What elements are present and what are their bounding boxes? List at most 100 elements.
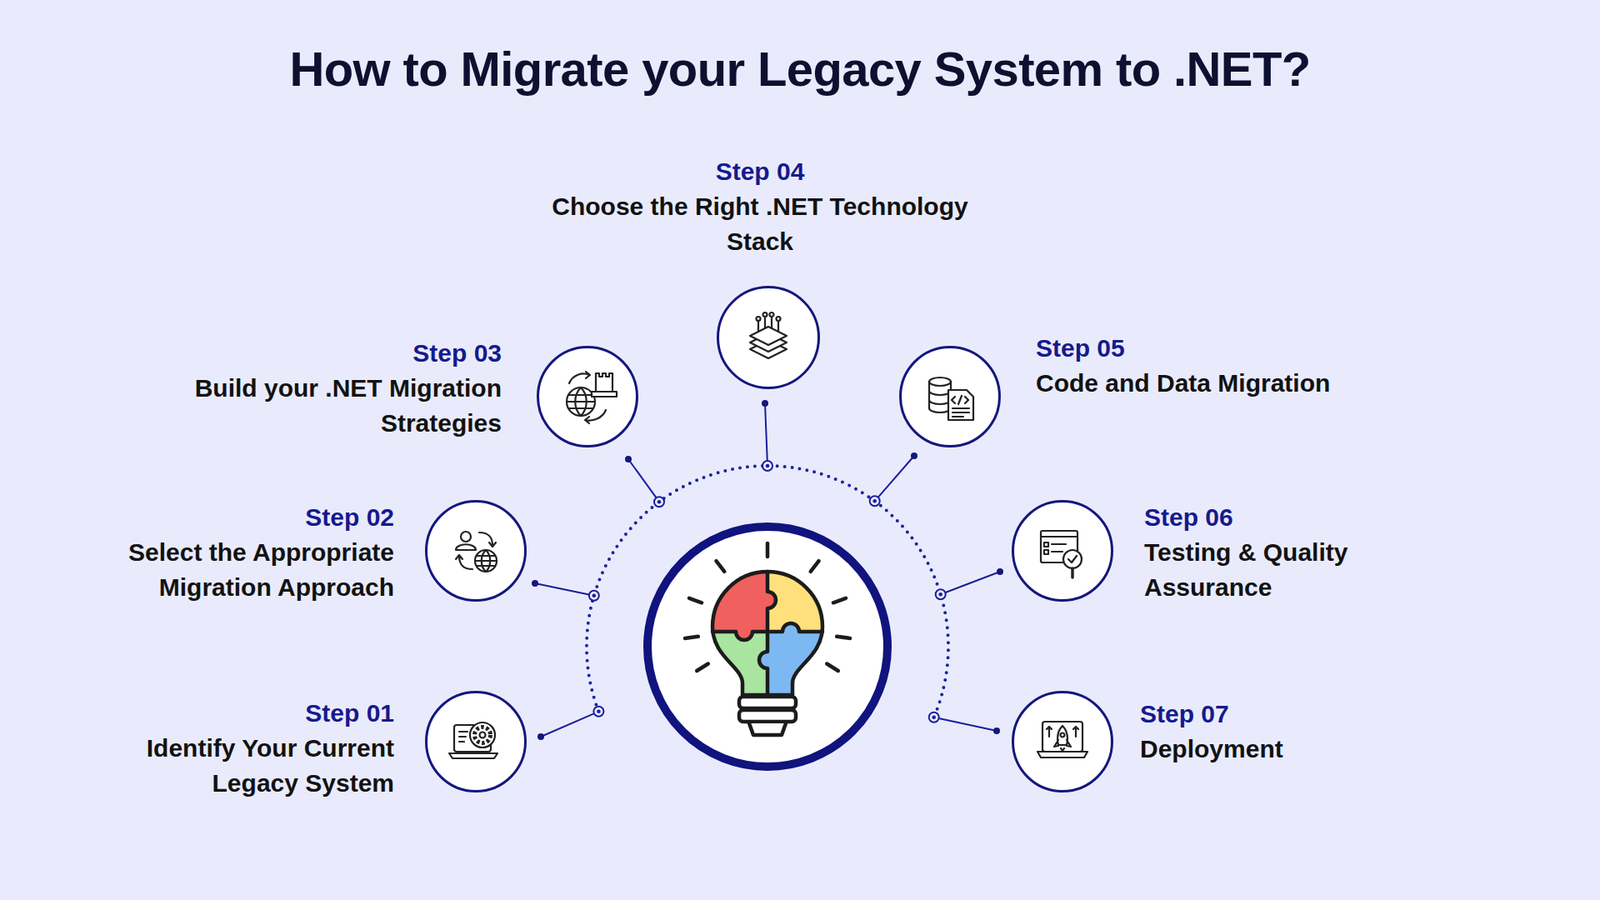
step-circle: Step 01Identify Your Current Legacy Syst… [425,690,527,793]
puzzle-yellow [767,556,835,632]
step-title: Select the Appropriate Migration Approac… [94,535,395,605]
step-circle: Step 03Build your .NET Migration Strateg… [536,345,639,448]
arc-ring-center [596,710,601,715]
puzzle-knob [759,591,776,609]
icon-layer [750,340,787,359]
leader-line [535,583,595,596]
icon-rocket [1054,725,1071,751]
leader-line [940,571,1000,595]
icon-globe [475,550,497,572]
arc-ring [589,590,600,601]
arc-ring-center [765,464,770,469]
leader-dots [531,400,1004,740]
bulb-ray [826,664,839,671]
icon-badge [470,722,495,748]
arc-ring [935,589,946,600]
icon-person [460,531,471,542]
step-circle: Step 05Code and Data Migration [899,345,1001,448]
leader-dot [761,400,769,407]
icon-laptop [1037,751,1088,758]
leader-line [765,403,768,466]
step-title: Build your .NET Migration Strategies [151,370,502,441]
puzzle-seam [712,623,823,640]
step-caption: Step 01Identify Your Current Legacy Syst… [94,695,395,801]
arc-ring-center [931,715,936,720]
step-caption: Step 03Build your .NET Migration Strateg… [151,335,502,441]
leader-dot [625,455,632,463]
icon-handle [1070,568,1075,578]
diagram-title: How to Migrate your Legacy System to .NE… [0,39,1600,100]
strategy-icon [566,371,617,424]
puzzle-blue [767,631,835,707]
bulb-ray [689,598,702,603]
leader-line [540,711,599,737]
step-number: Step 06 [1144,500,1395,535]
icon-rocket-window [1060,733,1065,738]
icon-screen [454,725,491,752]
arc-ring [870,495,880,506]
icon-arrows [569,371,606,424]
arc-ring [593,706,604,717]
arc-ring [929,712,940,723]
icon-window [1040,530,1078,563]
step-title: Code and Data Migration [1035,365,1453,401]
icon-arrows [1046,726,1079,737]
bulb-base [739,696,796,709]
bulb-outline [712,571,823,695]
step-number: Step 03 [151,335,502,371]
leader-dot [993,727,1000,735]
step-title: Deployment [1140,731,1407,767]
step-title: Identify Your Current Legacy System [94,730,395,801]
leader-lines [535,403,1000,737]
step-circle: Step 02Select the Appropriate Migration … [425,500,527,602]
tech-stack-icon [750,312,787,359]
icon-circuit [758,316,779,331]
icon-document [948,390,974,420]
bulb-cap [749,723,786,735]
step-title: Choose the Right .NET Technology Stack [535,189,985,260]
leader-dot [537,733,545,740]
icon-gear [475,727,491,744]
step-number: Step 04 [535,154,985,190]
icon-arrows [455,532,496,570]
puzzle-knob [759,651,776,669]
step-caption: Step 07Deployment [1140,696,1407,767]
step-title: Testing & Quality Assurance [1144,535,1395,605]
puzzle-knob [782,623,800,640]
icon-layer [750,326,787,345]
puzzle-knob [735,623,753,640]
puzzle-pieces [700,556,835,707]
icon-person-body [455,544,476,550]
arc-ring-center [592,593,597,598]
leader-dot [531,580,539,587]
icon-checklist [1040,536,1078,555]
bulb-ray [685,636,699,639]
arc-ring-center [657,500,662,505]
bulb-rays [685,543,850,671]
step-number: Step 01 [94,695,395,731]
arc-ring [762,460,773,471]
icon-circuit-nodes [756,312,781,321]
deployment-icon [1037,721,1088,758]
bulb-lines [685,543,850,735]
arc-ring-center [938,592,943,597]
step-number: Step 05 [1035,330,1453,366]
puzzle-green [700,631,768,707]
legacy-system-icon [449,722,498,759]
puzzle-red [700,556,768,632]
step-circle: Step 06Testing & Quality Assurance [1011,500,1114,602]
step-caption: Step 04Choose the Right .NET Technology … [535,154,985,260]
leader-line [934,717,997,731]
leader-line [628,459,660,502]
step-circle: Step 07Deployment [1011,690,1114,793]
bulb-ray [833,598,846,603]
icon-screen [1042,721,1083,752]
step-caption: Step 06Testing & Quality Assurance [1144,500,1395,605]
arc-ring [654,496,665,507]
icon-magnifier [1063,550,1082,569]
leader-dot [910,452,918,460]
migration-icon [929,377,974,420]
step-circle: Step 04Choose the Right .NET Technology … [716,285,820,390]
